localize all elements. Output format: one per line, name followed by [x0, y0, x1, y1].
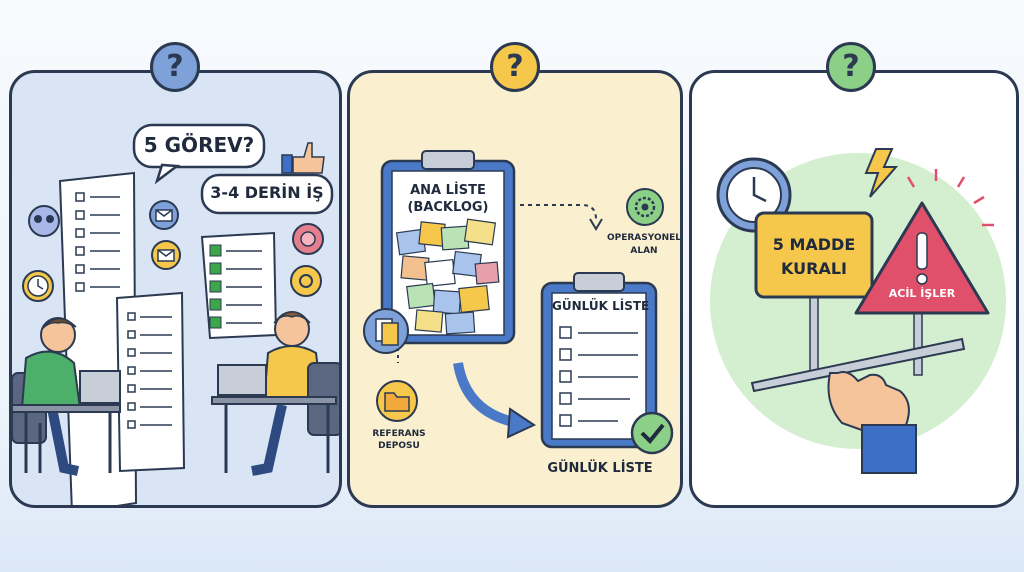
gear-icon — [626, 188, 664, 226]
mail-icon — [151, 240, 181, 270]
reference-label-2: DEPOSU — [378, 441, 420, 451]
question-icon: ? — [490, 42, 540, 92]
clock-icon — [22, 270, 54, 302]
daily-list-title: GÜNLÜK LİSTE — [552, 299, 650, 313]
gears-icon — [290, 265, 322, 297]
panel-overload-illustration — [12, 123, 339, 505]
panel-lists: ANA LİSTE (BACKLOG) OPERASYONEL ALAN GÜN… — [347, 70, 683, 508]
rule-sign-line-2: KURALI — [781, 259, 847, 278]
stressed-person — [12, 317, 82, 476]
balance-bar — [750, 337, 966, 393]
backlog-subtitle: (BACKLOG) — [407, 200, 489, 215]
rule-sign — [754, 211, 874, 299]
reference-label: REFERANS — [372, 429, 426, 439]
rule-sign-line-1: 5 MADDE — [772, 235, 856, 254]
speech-bubble-deep-work — [200, 173, 334, 215]
checkmark-icon — [630, 411, 674, 455]
desk — [211, 396, 337, 405]
thumbs-up-icon — [281, 142, 325, 174]
daily-checklist — [559, 326, 638, 427]
panel-rule: 5 MADDE KURALI ACİL İŞLER — [689, 70, 1019, 508]
move-arrow — [453, 362, 520, 428]
tasks-question-label: 5 GÖREV? — [143, 133, 255, 157]
urgent-tasks-label: ACİL İŞLER — [888, 287, 956, 300]
documents-icon — [363, 308, 409, 354]
laptop — [79, 370, 121, 404]
focused-person — [251, 311, 339, 476]
deep-work-label: 3-4 DERİN İŞ — [210, 183, 324, 202]
operational-area-label: OPERASYONEL — [606, 233, 682, 243]
flow-arrow — [520, 204, 597, 220]
mail-icon — [149, 200, 179, 230]
laptop — [217, 364, 267, 396]
panel-rule-illustration — [710, 148, 1006, 474]
people-icon — [28, 205, 60, 237]
daily-list-caption: GÜNLÜK LİSTE — [547, 461, 653, 476]
panel-lists-illustration — [363, 150, 674, 455]
hand-icon — [827, 371, 917, 474]
clipboard-clip — [421, 150, 475, 170]
folder-icon — [376, 380, 418, 422]
sticky-notes — [395, 218, 500, 335]
question-icon: ? — [150, 42, 200, 92]
operational-area-label-2: ALAN — [630, 246, 658, 256]
desk — [12, 404, 121, 413]
panel-overload: 5 GÖREV? 3-4 DERİN İŞ — [9, 70, 342, 508]
backlog-title: ANA LİSTE — [410, 183, 486, 198]
checklist-scroll — [75, 192, 120, 292]
lightning-icon — [864, 148, 899, 198]
alert-rays — [906, 169, 994, 227]
brain-icon — [292, 223, 324, 255]
completed-checklist — [209, 244, 262, 329]
question-icon: ? — [826, 42, 876, 92]
speech-bubble-tasks — [132, 123, 266, 169]
